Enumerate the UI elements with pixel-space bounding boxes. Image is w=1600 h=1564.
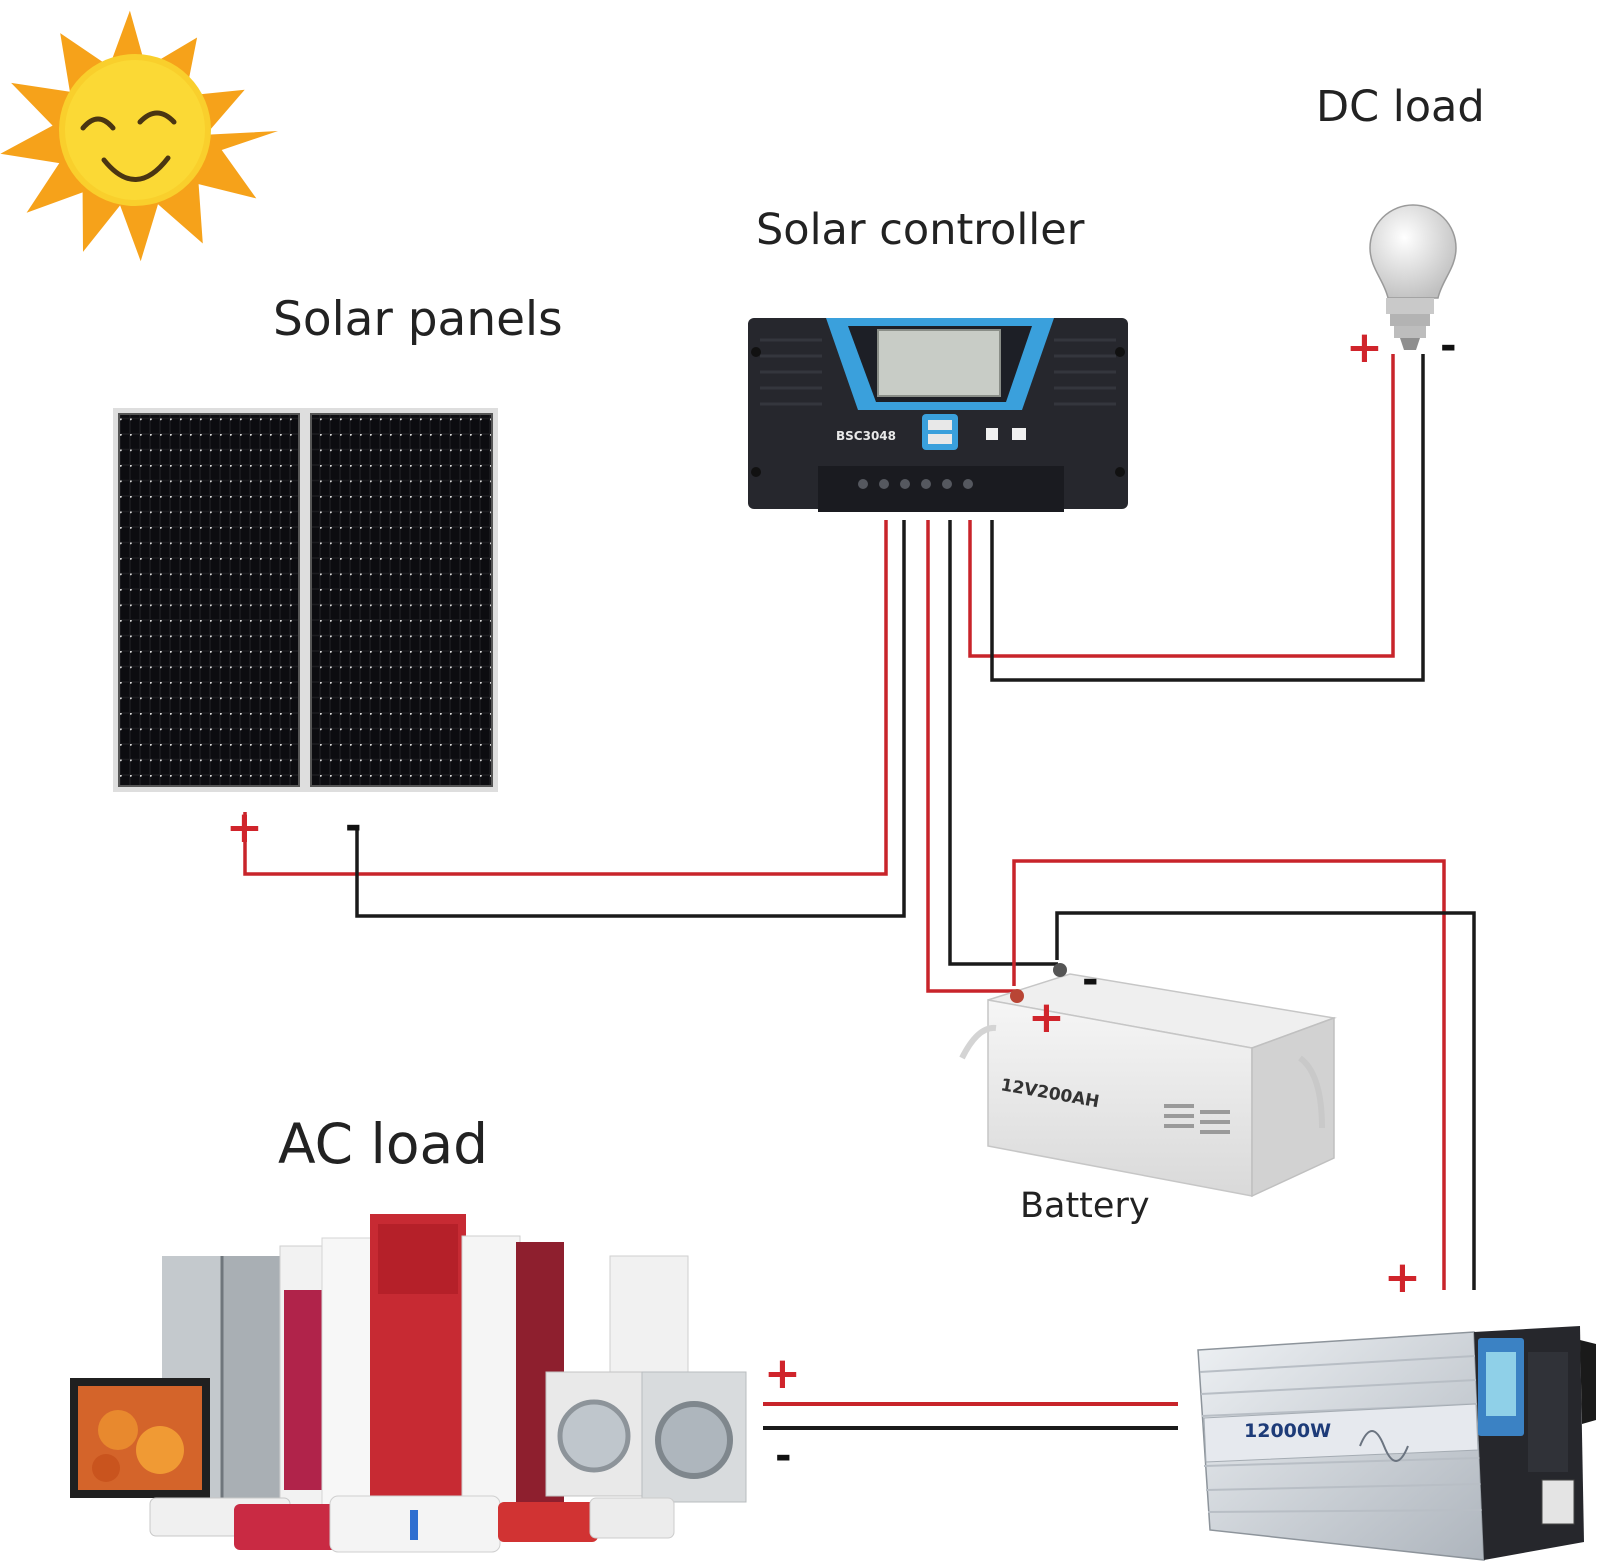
battery-positive-sign: + xyxy=(1028,996,1065,1040)
controller-model-label: BSC3048 xyxy=(836,429,896,443)
battery-negative-sign: - xyxy=(1082,960,1099,1000)
solar-panels-icon xyxy=(113,408,498,792)
dcload-negative-sign: - xyxy=(1440,326,1457,366)
inverter-power-label: 12000W xyxy=(1244,1420,1331,1442)
dc-load-label: DC load xyxy=(1316,82,1485,132)
ac-load-label: AC load xyxy=(278,1112,488,1176)
solar-controller-icon xyxy=(748,318,1128,512)
solar-controller-label: Solar controller xyxy=(756,205,1084,255)
solar-panel-right xyxy=(311,414,492,786)
panel-positive-sign: + xyxy=(226,806,263,850)
inverter-positive-sign: + xyxy=(1384,1256,1421,1300)
wires-inverter-acload xyxy=(763,1404,1178,1428)
dcload-positive-sign: + xyxy=(1346,326,1383,370)
ac-load-appliances-icon xyxy=(70,1214,746,1552)
inverter-icon xyxy=(1198,1326,1596,1560)
acload-positive-sign: + xyxy=(764,1352,801,1396)
solar-panels-label: Solar panels xyxy=(273,292,563,347)
sun-icon xyxy=(0,11,278,262)
small-fridge-icon xyxy=(610,1256,688,1378)
panel-negative-sign: - xyxy=(345,806,362,846)
acload-negative-sign: - xyxy=(775,1436,792,1476)
battery-label: Battery xyxy=(1020,1186,1150,1226)
solar-panel-left xyxy=(119,414,299,786)
